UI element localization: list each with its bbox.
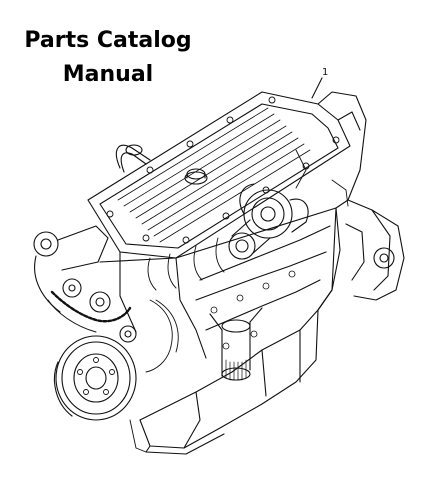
crankshaft-pulley [53, 335, 137, 421]
title-line-1: Parts Catalog [24, 28, 192, 53]
engine-block [99, 207, 337, 421]
hoses-brackets [129, 149, 349, 453]
rear-housing [317, 91, 405, 311]
callout-1: 1 [311, 67, 328, 99]
turbocharger [228, 183, 309, 260]
title-line-2: Manual [62, 62, 154, 87]
callout-number: 1 [322, 67, 328, 78]
oil-pan [139, 309, 319, 455]
valve-cover [87, 91, 351, 259]
breather-pipe [115, 144, 151, 173]
oil-filter [209, 307, 263, 381]
front-pulleys [33, 225, 137, 343]
page-title: Parts Catalog Manual [8, 24, 208, 92]
